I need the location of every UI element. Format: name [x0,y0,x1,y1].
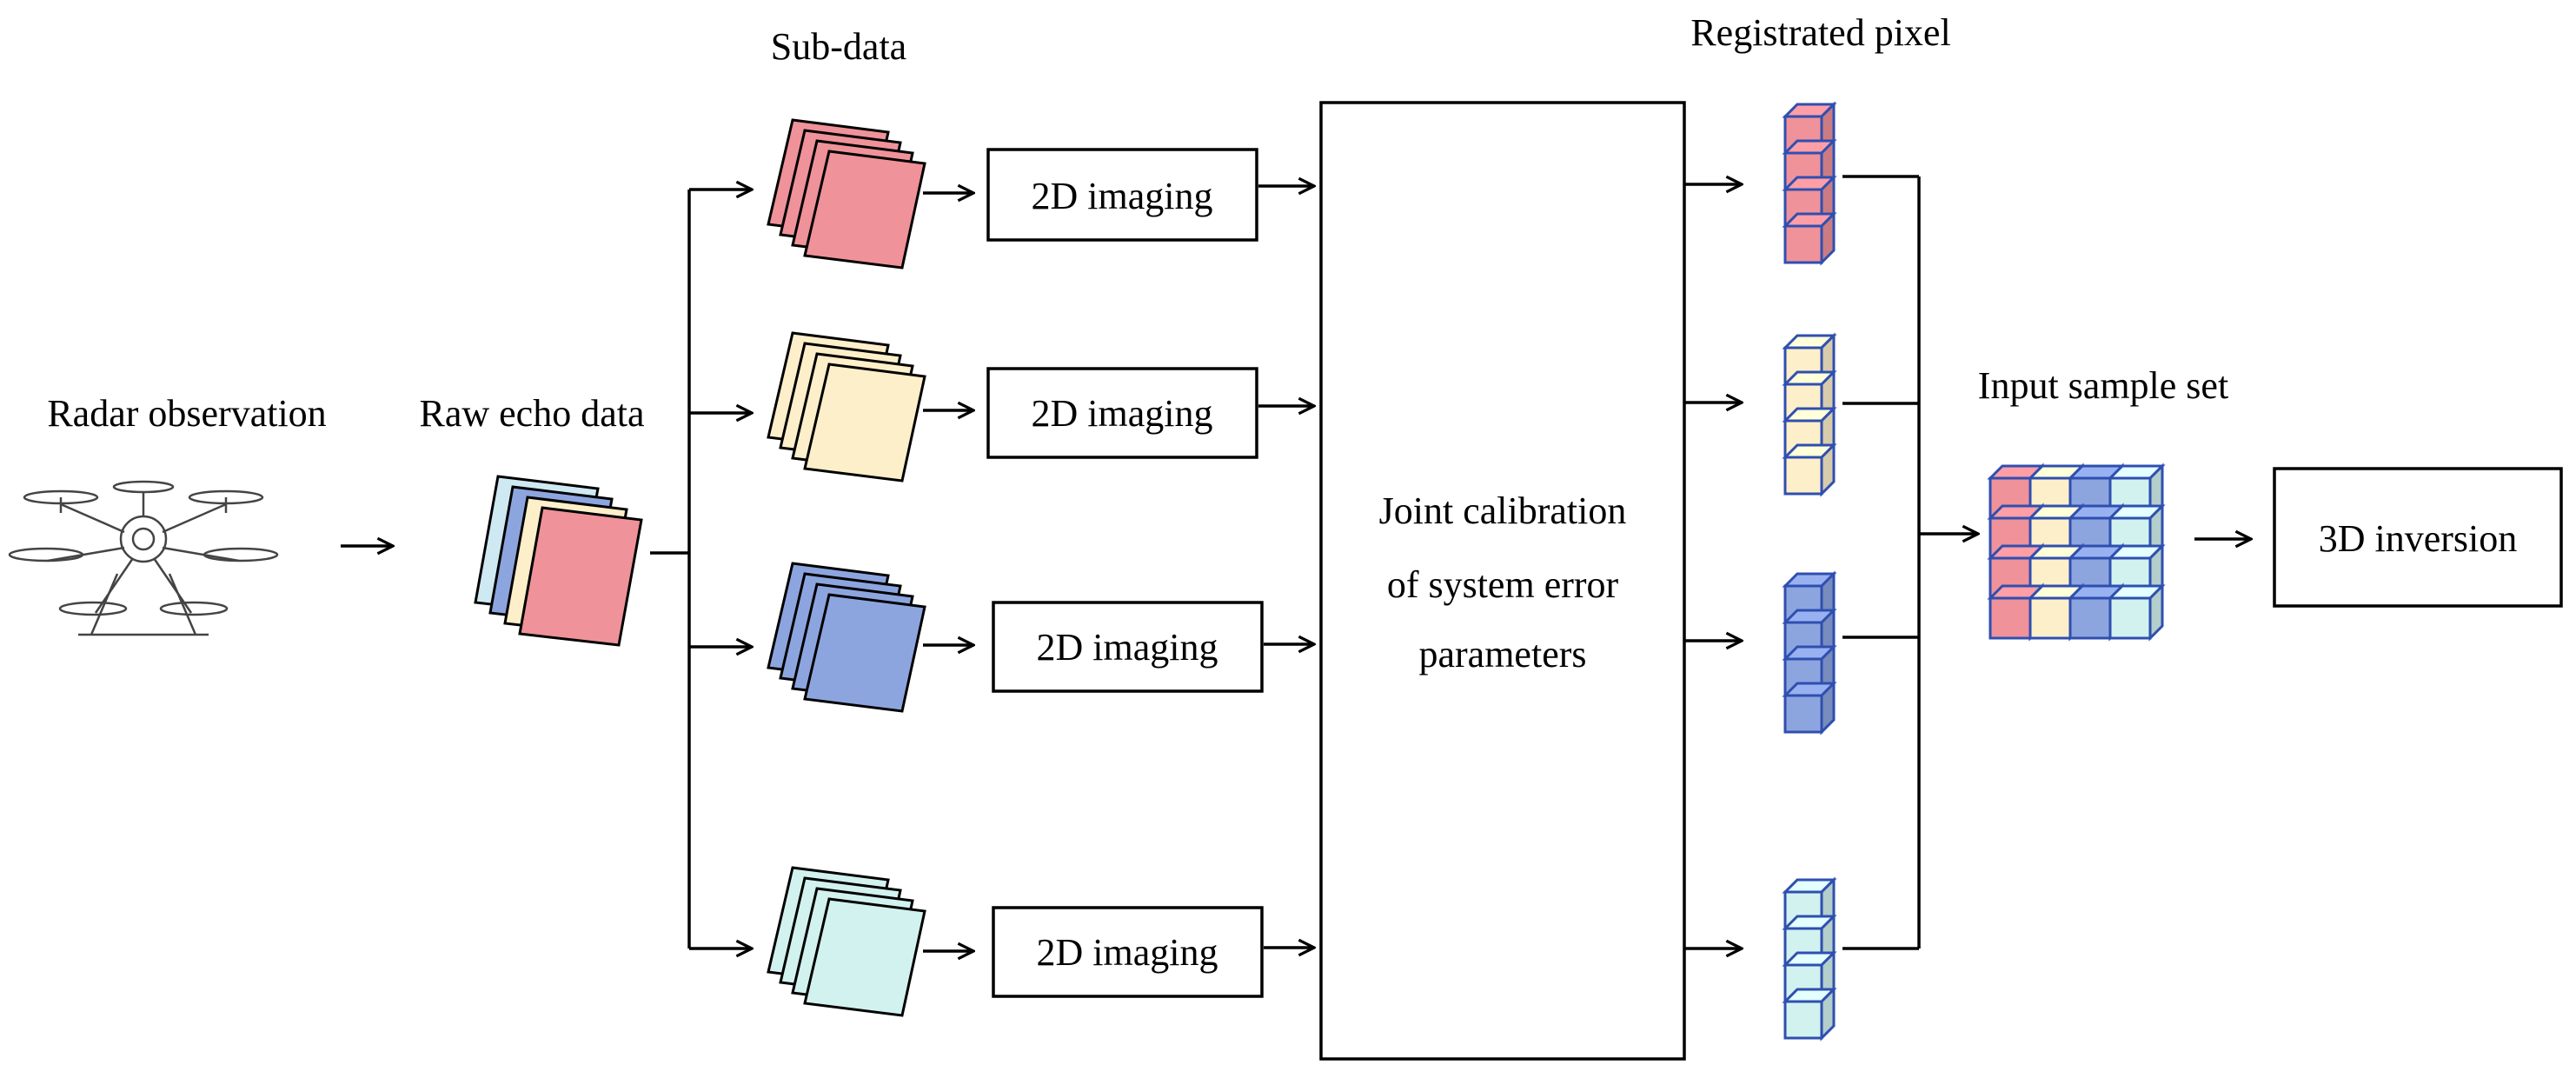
calibration-line-2: of system error [1387,563,1619,606]
sub-data-label: Sub-data [771,25,906,68]
registrated-pixel-label: Registrated pixel [1690,11,1950,54]
sample-cell-3-1-front [2028,596,2072,640]
sub-data-stack-yellow [767,331,926,483]
sub-data-stack-cyan [767,866,926,1017]
imaging-box-2-label: 2D imaging [1032,392,1213,435]
pixel-column-icon-yellow [1782,332,1837,497]
inversion-box: 3D inversion [2273,467,2563,608]
pixel-columns [1782,101,1837,1042]
imaging-box-4-label: 2D imaging [1037,931,1218,974]
imaging-box-1-label: 2D imaging [1032,175,1213,217]
radar-observation-label: Radar observation [47,392,326,435]
pixel-column-icon-cyan [1782,876,1837,1042]
pixel-grid-icon [1987,463,2166,642]
input-sample-set-label: Input sample set [1978,364,2228,407]
pixel-column-icon-red [1782,101,1837,266]
pixel-cube-red-3-side [1820,210,1836,266]
drone-icon [8,480,279,636]
calibration-line-3: parameters [1419,633,1587,676]
pixel-cube-cyan-3-front [1783,1000,1823,1040]
pixel-cube-yellow-3-side [1820,442,1836,497]
inversion-label: 3D inversion [2319,517,2518,560]
raw-echo-data-label: Raw echo data [420,392,645,435]
pixel-cube-yellow-3-front [1783,456,1823,496]
imaging-box-3: 2D imaging [992,601,1264,693]
imaging-box-4: 2D imaging [992,906,1264,998]
pixel-cube-cyan-3-side [1820,986,1836,1042]
imaging-box-3-label: 2D imaging [1037,626,1218,669]
sample-cell-3-2-front [2068,596,2112,640]
imaging-box-1: 2D imaging [986,148,1258,242]
sample-cell-3-3-front [2108,596,2152,640]
sub-data-stack-red [767,118,926,270]
pixel-column-icon-blue [1782,570,1837,736]
calibration-line-1: Joint calibration [1379,489,1627,532]
sample-cell-3-0-front [1988,596,2032,640]
pixel-cube-red-3-front [1783,224,1823,264]
pixel-cube-blue-3-front [1783,694,1823,734]
calibration-box: Joint calibration of system error parame… [1319,101,1686,1061]
imaging-box-2: 2D imaging [986,367,1258,459]
sub-data-stack-blue [767,562,926,713]
stacked-sheets-icon [474,475,643,647]
sample-cell-3-3-side [2148,582,2164,642]
pixel-cube-blue-3-side [1820,680,1836,736]
